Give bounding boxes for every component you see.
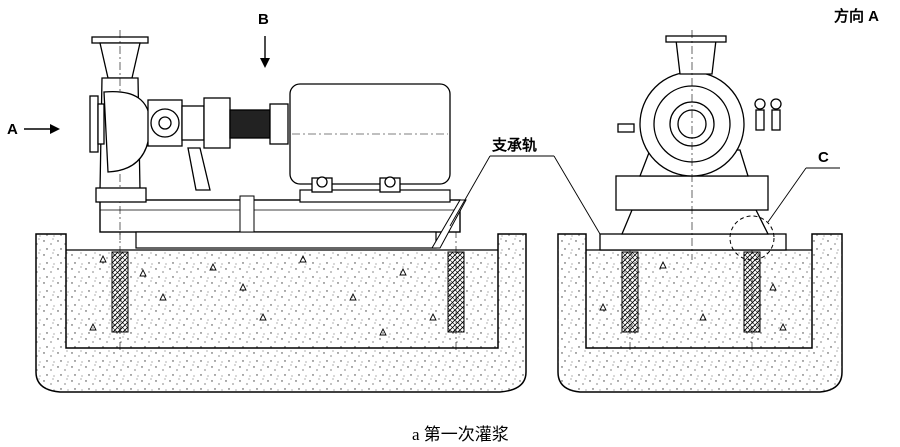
svg-text:A: A (7, 121, 18, 138)
direction-a-label: 方向 A (834, 7, 879, 25)
detail-c-callout: C (729, 149, 840, 261)
arrow-a: A (7, 121, 60, 138)
left-baseplate (99, 189, 467, 249)
svg-text:C: C (818, 149, 829, 166)
figure-caption: a 第一次灌浆 (412, 425, 509, 444)
svg-text:B: B (258, 11, 269, 28)
svg-text:支承轨: 支承轨 (491, 136, 537, 154)
left-foundation (35, 230, 527, 393)
left-pump (89, 30, 289, 240)
left-motor (289, 83, 451, 193)
arrow-b: B (258, 11, 270, 68)
right-pump (599, 30, 787, 260)
right-foundation (557, 230, 843, 393)
support-rail-callout: 支承轨 (449, 136, 601, 235)
